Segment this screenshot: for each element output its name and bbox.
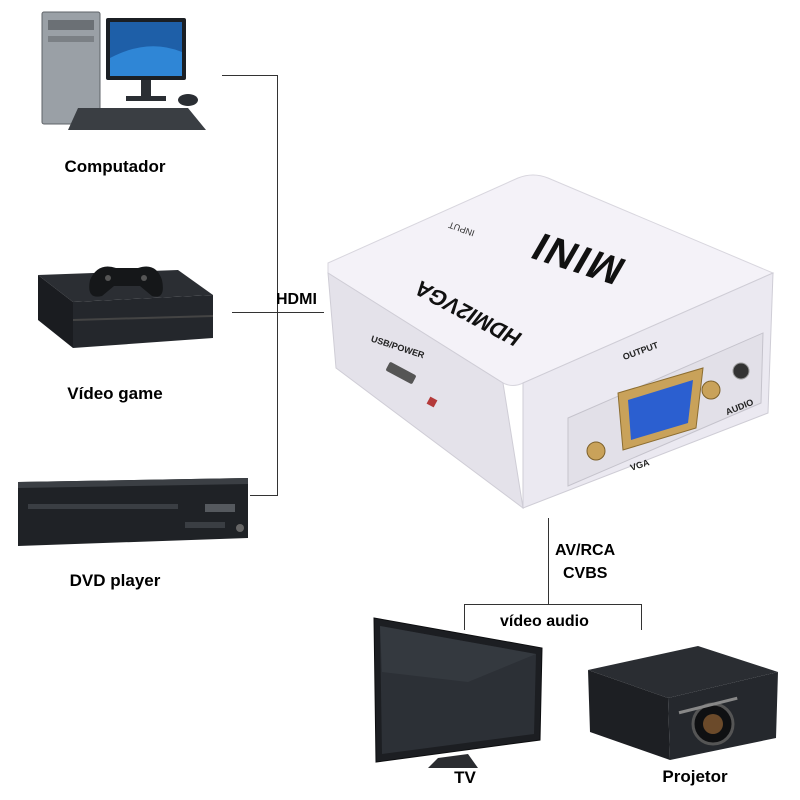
line-computer [222,75,277,76]
line-dvd [250,495,277,496]
line-videogame [232,312,324,313]
computer-icon [41,11,206,130]
destination-label-tv: TV [454,768,476,787]
hdmi2vga-converter-icon [327,174,775,510]
destination-label-projector: Projetor [662,767,728,786]
projector-icon [588,646,778,760]
source-label-computer: Computador [64,157,166,176]
source-label-dvd: DVD player [69,571,161,590]
line-to-tv [464,604,465,630]
output-label-avrca: AV/RCA [555,542,616,559]
output-label-cvbs: CVBS [563,565,608,582]
line-output-drop [548,518,549,604]
tv-icon [373,617,543,768]
line-output-split [464,604,642,605]
line-to-projector [641,604,642,630]
line-hdmi-bus [277,75,278,496]
dvd-player-icon [18,478,248,546]
hdmi-label: HDMI [276,291,317,308]
split-label: vídeo audio [500,613,589,630]
source-label-videogame: Vídeo game [67,384,163,403]
videogame-icon [38,266,214,348]
